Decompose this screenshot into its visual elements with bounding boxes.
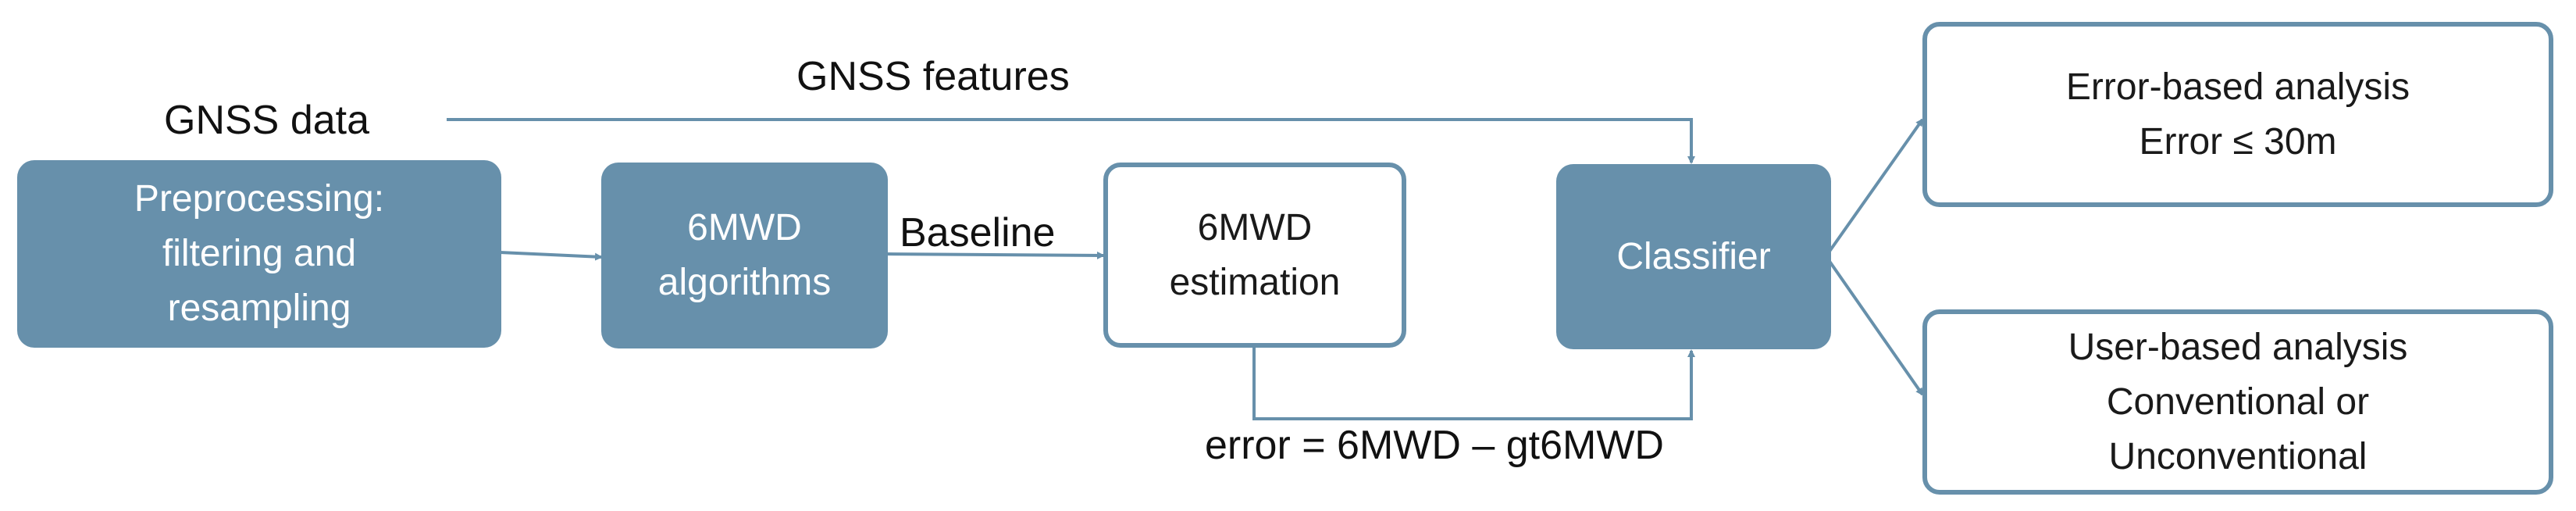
error-formula-label: error = 6MWD – gt6MWD (1205, 423, 1664, 468)
estimation-line-2: estimation (1169, 261, 1341, 303)
arrow-preprocessing-to-algorithms (499, 251, 603, 261)
error-analysis-line-1: Error-based analysis (2065, 66, 2410, 108)
user-analysis-line-1: User-based analysis (2068, 326, 2408, 368)
algorithms-box: 6MWD algorithms (601, 163, 888, 348)
gnss-data-label: GNSS data (164, 98, 370, 143)
preprocessing-line-1: Preprocessing: (134, 178, 385, 220)
user-analysis-line-3: Unconventional (2108, 435, 2368, 477)
preprocessing-line-3: resampling (167, 288, 351, 329)
arrow-classifier-to-user-analysis (1827, 259, 1924, 396)
user-analysis-box: User-based analysis Conventional or Unco… (1922, 309, 2553, 495)
preprocessing-line-2: filtering and (162, 233, 357, 274)
arrow-gnss-to-classifier (447, 118, 1695, 164)
arrow-classifier-to-error-analysis (1827, 118, 1924, 254)
arrow-estimation-to-classifier (1252, 346, 1695, 420)
estimation-line-1: 6MWD (1197, 206, 1313, 248)
estimation-box: 6MWD estimation (1103, 163, 1406, 348)
classifier-box: Classifier (1556, 164, 1831, 349)
error-analysis-box: Error-based analysis Error ≤ 30m (1922, 22, 2553, 207)
algorithms-line-2: algorithms (657, 262, 832, 303)
baseline-label: Baseline (900, 210, 1056, 256)
algorithms-line-1: 6MWD (687, 207, 802, 248)
arrow-algorithms-to-estimation (885, 251, 1105, 259)
error-analysis-line-2: Error ≤ 30m (2139, 120, 2337, 163)
user-analysis-line-2: Conventional or (2106, 381, 2370, 423)
preprocessing-box: Preprocessing: filtering and resampling (17, 160, 501, 348)
classifier-label: Classifier (1616, 235, 1771, 277)
gnss-features-label: GNSS features (796, 54, 1070, 99)
